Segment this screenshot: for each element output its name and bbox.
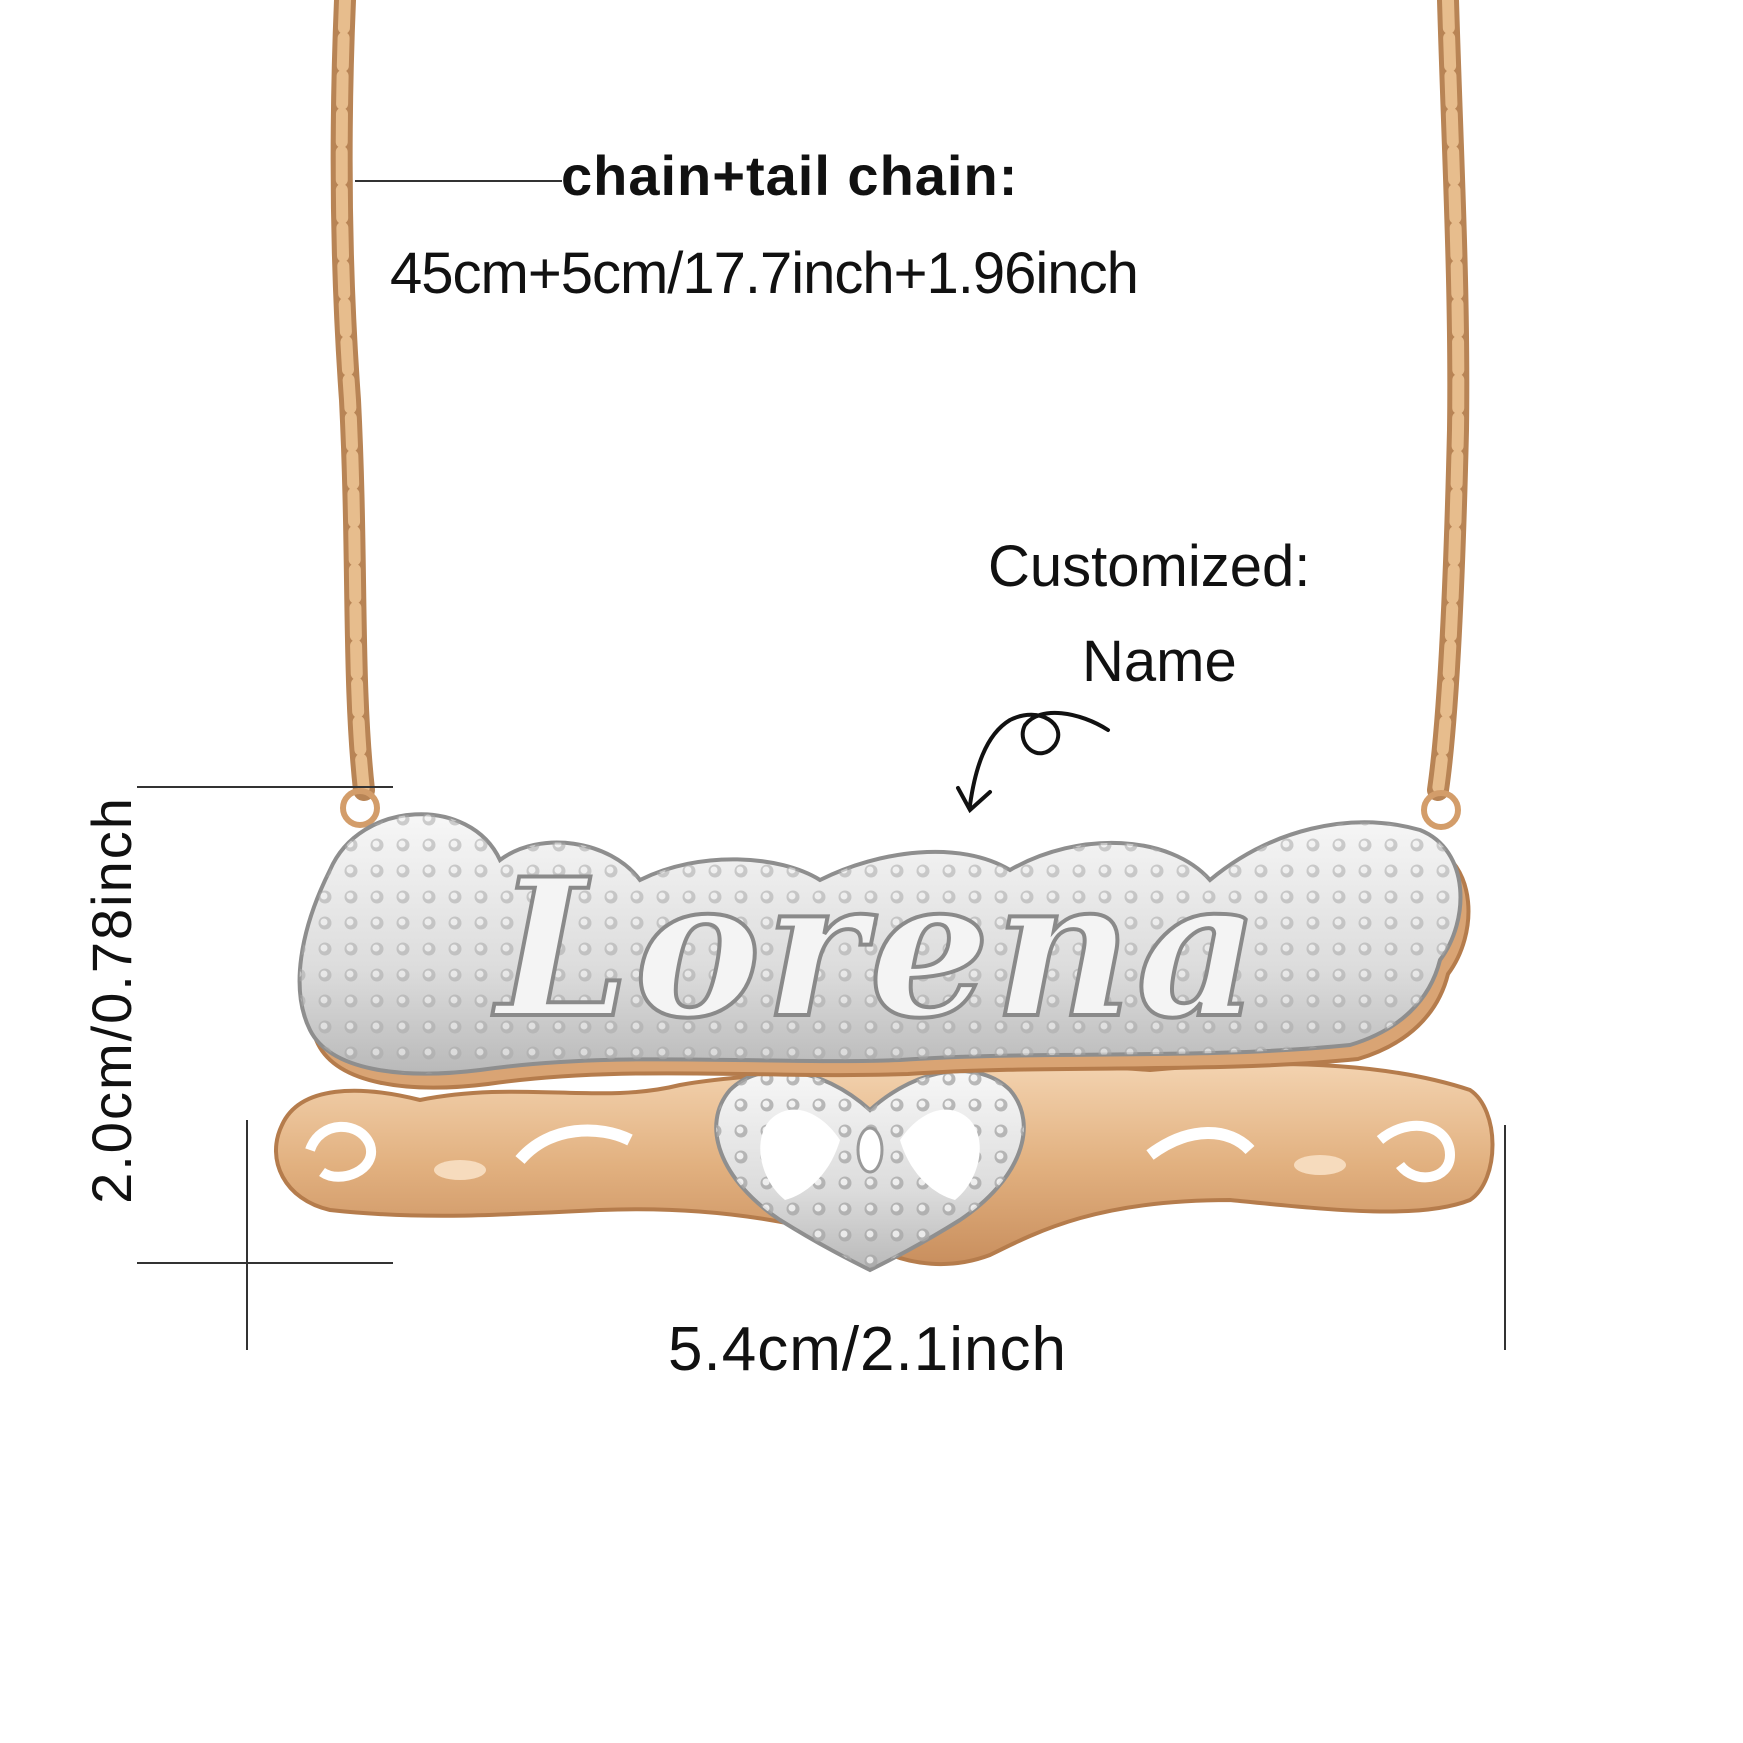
pendant-height-label: 2.0cm/0.78inch bbox=[80, 796, 143, 1204]
double-heart-charm bbox=[714, 1069, 1026, 1273]
left-chain bbox=[330, 0, 380, 828]
pendant-width-label: 5.4cm/2.1inch bbox=[668, 1315, 1067, 1384]
pendant-name-text: Lorena bbox=[492, 837, 1264, 1060]
customized-value: Name bbox=[1082, 629, 1237, 694]
chain-length-value: 45cm+5cm/17.7inch+1.96inch bbox=[390, 241, 1139, 306]
chain-length-title: chain+tail chain: bbox=[561, 144, 1019, 207]
curly-arrow-icon bbox=[956, 710, 1110, 814]
right-chain bbox=[1421, 0, 1470, 830]
customized-title: Customized: bbox=[988, 534, 1311, 599]
name-plate: Lorena bbox=[297, 812, 1471, 1090]
dimension-lines bbox=[137, 180, 1506, 1350]
